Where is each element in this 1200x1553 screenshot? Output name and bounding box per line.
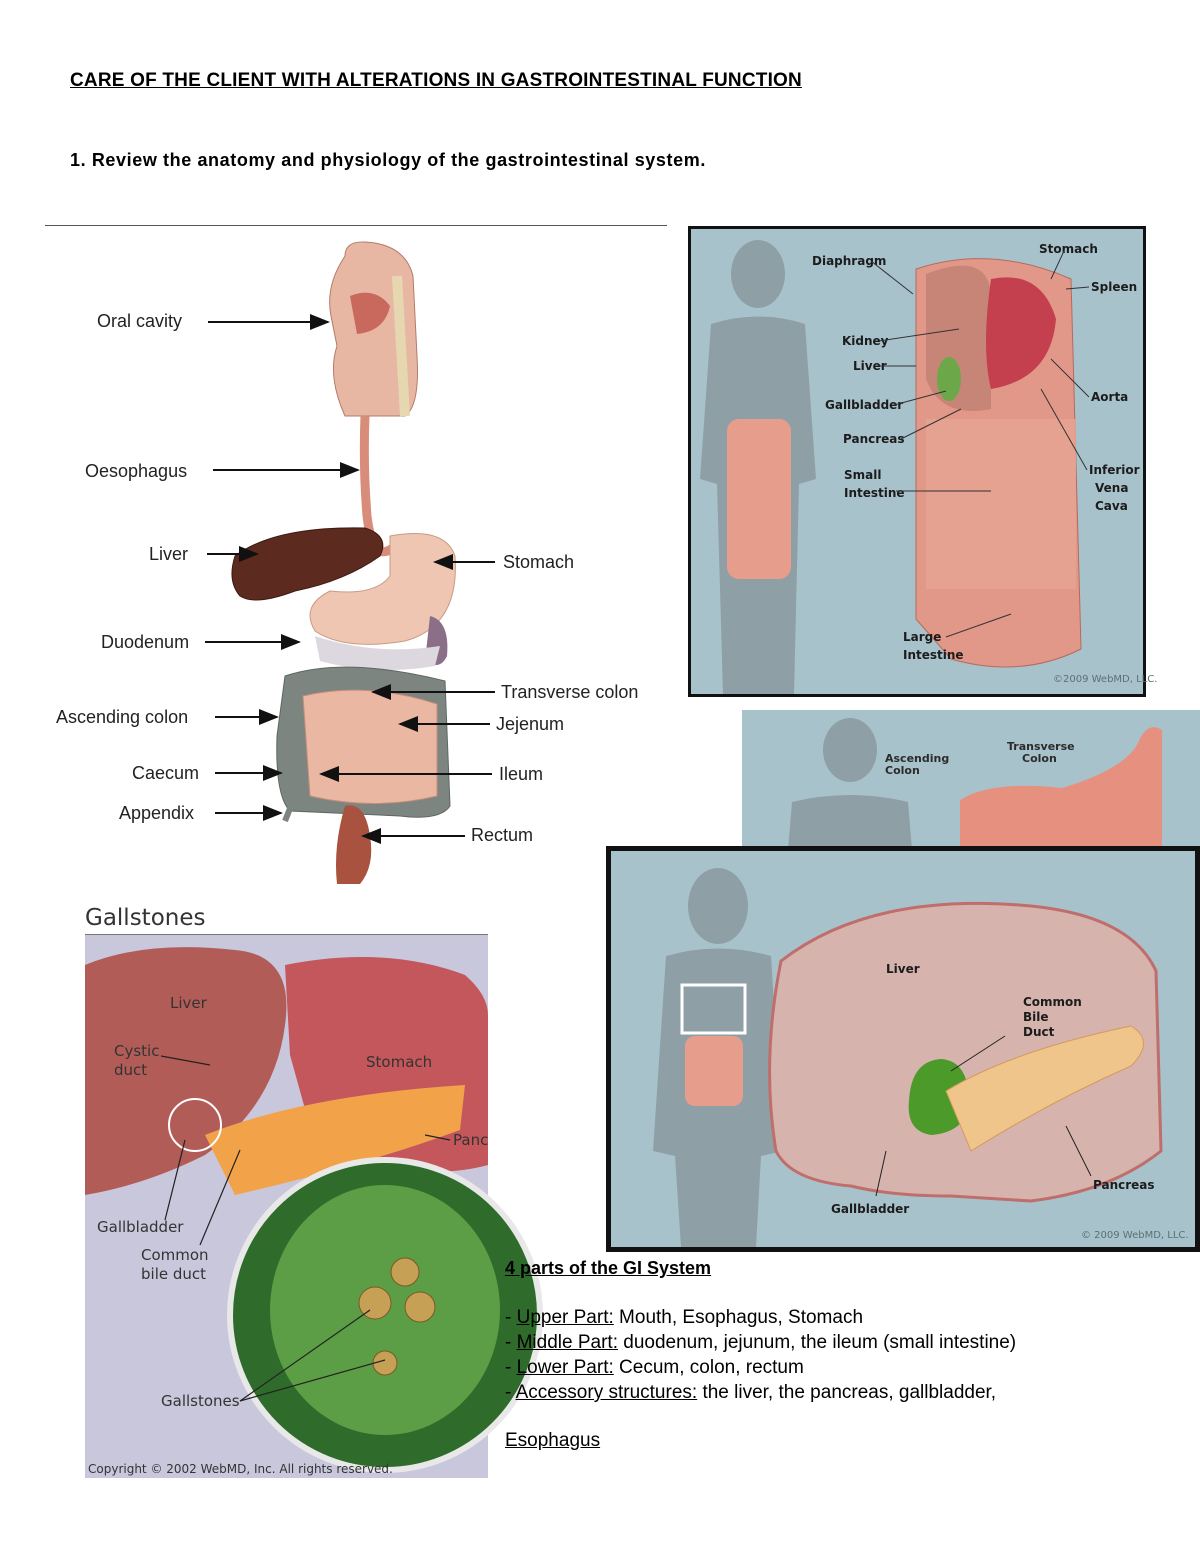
liver-shape [768,901,1163,1203]
pancreas-shape [205,1085,465,1195]
label-stomach: Stomach [366,1053,432,1071]
label-liver: Liver [886,962,920,976]
part-text: Cecum, colon, rectum [613,1357,804,1378]
label-diaphragm: Diaphragm [812,254,886,268]
copyright-text: © 2009 WebMD, LLC. [1081,1230,1189,1241]
gallbladder-shape [908,1059,970,1135]
label-cbd-1: Common [1023,995,1082,1009]
label-gallbladder: Gallbladder [831,1202,909,1216]
copyright-text: Copyright © 2002 WebMD, Inc. All rights … [88,1462,393,1476]
label-cystic-1: Cystic [114,1042,159,1060]
objective-heading: 1. Review the anatomy and physiology of … [70,150,706,170]
gallstone-shapes [358,1257,436,1376]
label-cbd-3: Duct [1023,1025,1055,1039]
part-label: Accessory structures: [515,1382,698,1403]
label-transverse-1: Transverse [1007,740,1075,753]
label-stomach: Stomach [1039,242,1098,256]
head-illustration [329,241,418,417]
liver-gallbladder-panel: Liver Common Bile Duct Gallbladder Pancr… [606,846,1200,1252]
label-ivc-3: Cava [1095,499,1128,513]
label-large-intestine-1: Large [903,630,941,644]
label-ivc-2: Vena [1095,481,1128,495]
label-appendix: Appendix [119,803,194,823]
highlight-circle [168,1098,222,1152]
human-silhouette [823,718,877,782]
abdomen-organs-panel: Diaphragm Stomach Spleen Kidney Liver Ga… [688,226,1157,697]
label-small-intestine-2: Intestine [844,486,905,500]
label-pancreas: Pancreas [843,432,905,446]
esophagus-heading: Esophagus [505,1430,601,1451]
inset-organs [727,419,791,579]
label-oral-cavity: Oral cavity [97,311,182,331]
label-gallbladder: Gallbladder [825,398,903,412]
rectum-shape [336,805,372,884]
small-intestine-shape [926,419,1076,589]
label-cbd-2: Bile [1023,1010,1049,1024]
label-jejenum: Jejenum [496,714,564,734]
label-cbd-1: Common [141,1246,209,1264]
label-liver: Liver [170,994,208,1012]
gallbladder-shape [937,357,961,401]
label-rectum: Rectum [471,825,533,845]
label-ascending-2: Colon [885,764,920,777]
label-transverse-colon: Transverse colon [501,682,638,702]
appendix-shape [282,799,296,823]
label-small-intestine-1: Small [844,468,881,482]
list-item: - Middle Part: duodenum, jejunum, the il… [505,1332,1017,1353]
copyright-text: ©2009 WebMD, LLC. [1053,674,1157,685]
label-liver: Liver [853,359,887,373]
label-oesophagus: Oesophagus [85,461,187,481]
small-intestine-shape [302,689,438,804]
zoom-box [680,983,747,1035]
part-label: Upper Part: [516,1307,614,1328]
label-liver: Liver [149,544,188,564]
label-duodenum: Duodenum [101,632,189,652]
label-stomach: Stomach [503,552,574,572]
label-pancreas: Pancreas [1093,1178,1155,1192]
part-text: duodenum, jejunum, the ileum (small inte… [617,1332,1017,1353]
label-large-intestine-2: Intestine [903,648,964,662]
label-ascending-colon: Ascending colon [56,707,188,727]
colon-panel: Ascending Colon Transverse Colon [742,710,1200,850]
pancreas-shape [315,636,440,670]
label-gallstones: Gallstones [161,1392,240,1410]
label-ileum: Ileum [499,764,543,784]
liver-shape [231,527,384,601]
document-title: CARE OF THE CLIENT WITH ALTERATIONS IN G… [70,70,802,91]
list-item: - Upper Part: Mouth, Esophagus, Stomach [505,1307,864,1328]
part-text: the liver, the pancreas, gallbladder, [697,1382,997,1403]
liver-left-lobe [85,947,287,1195]
label-ascending-1: Ascending [885,752,949,765]
part-label: Lower Part: [516,1357,614,1378]
label-transverse-2: Colon [1022,752,1057,765]
digestive-system-diagram: Oral cavity Oesophagus Liver Stomach Duo… [56,241,638,884]
part-text: Mouth, Esophagus, Stomach [613,1307,864,1328]
stomach-shape [986,277,1056,389]
gallstones-title: Gallstones [85,905,206,931]
colon-illustration [960,727,1162,850]
label-gallbladder: Gallbladder [97,1218,184,1236]
gallstones-figure: Liver Cystic duct Stomach Panc Gallbladd… [85,934,543,1478]
label-spleen: Spleen [1091,280,1137,294]
label-aorta: Aorta [1091,390,1128,404]
list-item: - Lower Part: Cecum, colon, rectum [505,1357,804,1378]
pancreas-shape [945,1025,1144,1152]
label-cbd-2: bile duct [141,1265,206,1283]
part-label: Middle Part: [516,1332,618,1353]
label-ivc-1: Inferior [1089,463,1140,477]
stomach-shape [309,533,456,645]
horizontal-rule [45,225,667,226]
gi-parts-heading: 4 parts of the GI System [505,1258,712,1278]
label-kidney: Kidney [842,334,889,348]
list-item: - Accessory structures: the liver, the p… [505,1382,997,1403]
label-cystic-2: duct [114,1061,147,1079]
label-pancreas: Panc [453,1131,488,1149]
label-caecum: Caecum [132,763,199,783]
gi-parts-list: - Upper Part: Mouth, Esophagus, Stomach … [505,1305,1016,1405]
